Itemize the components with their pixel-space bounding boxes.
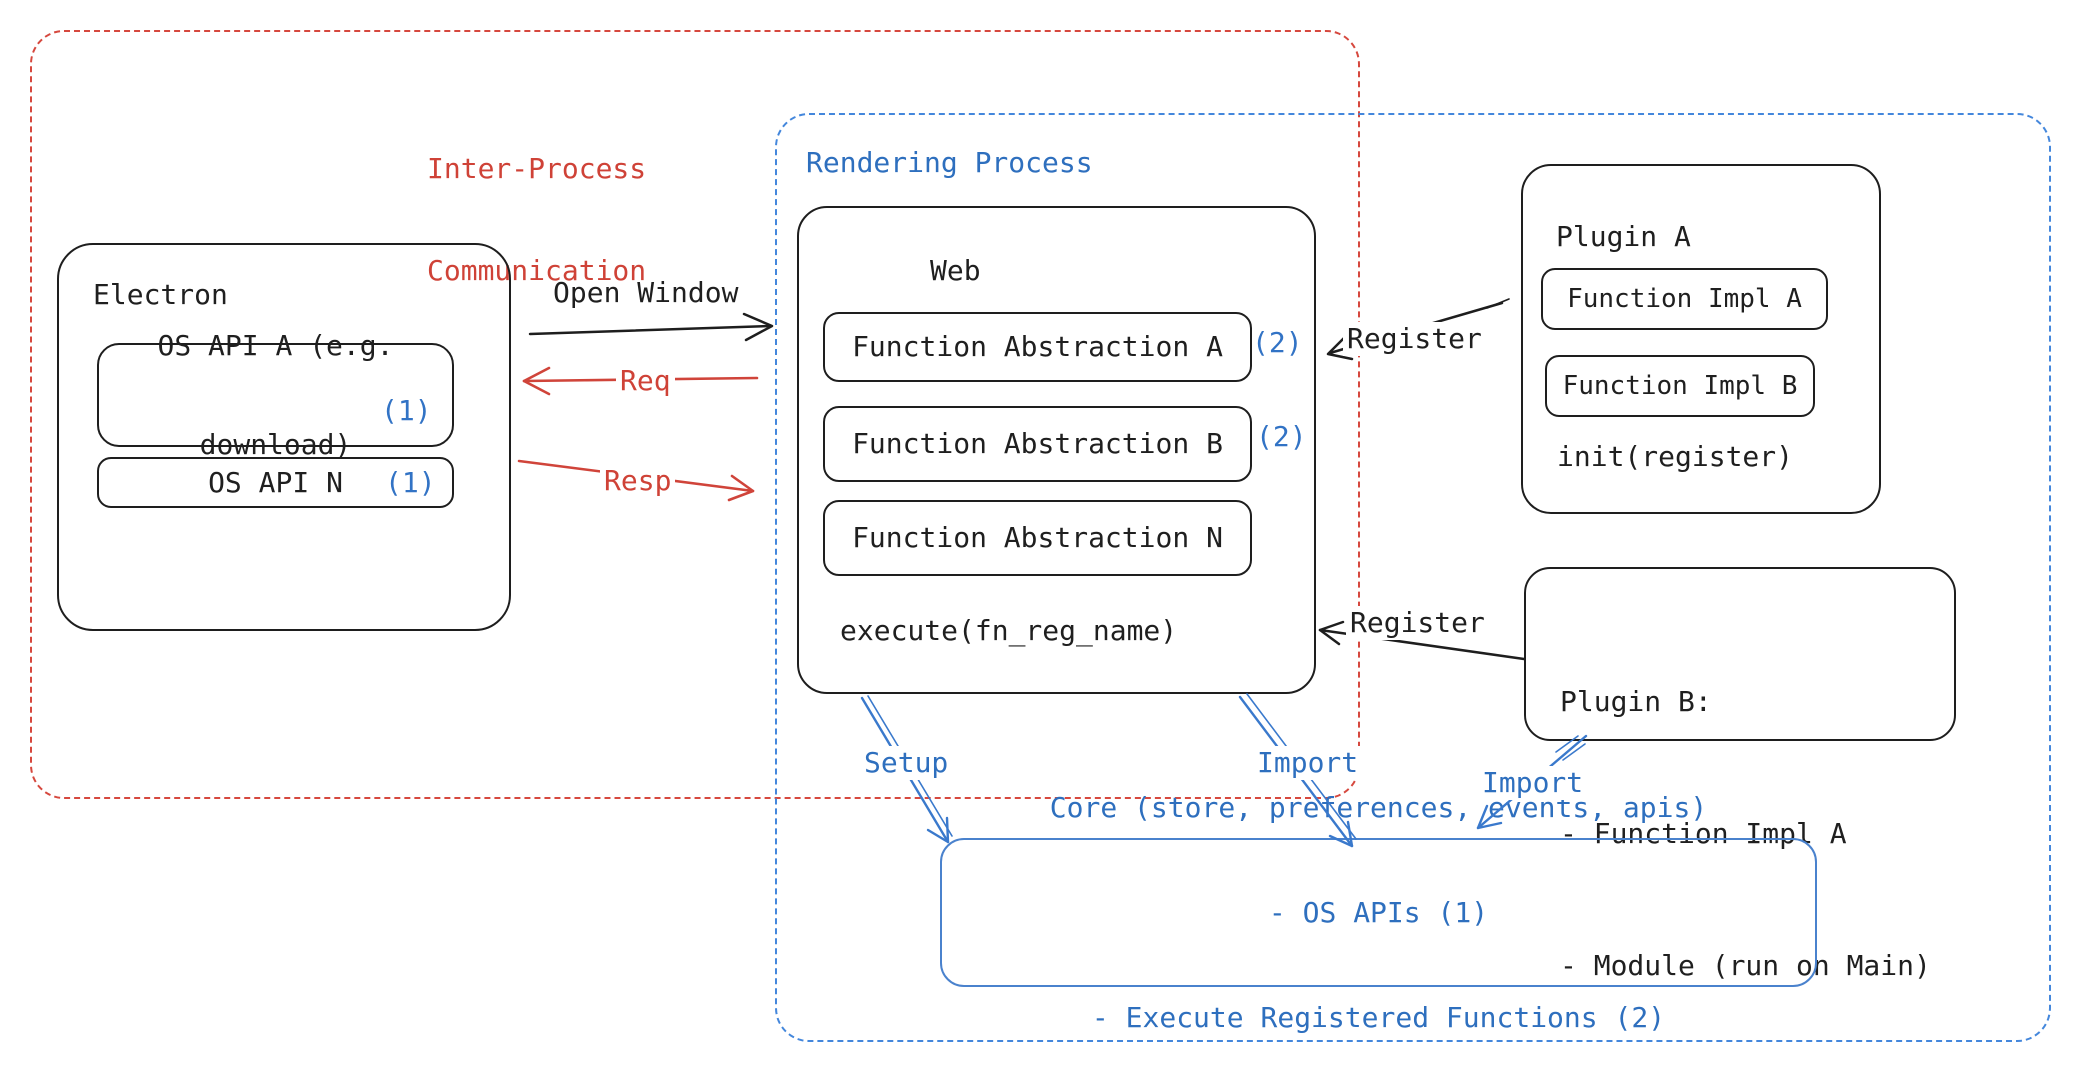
function-impl-a-box: Function Impl A: [1541, 268, 1828, 330]
os-api-n-text: OS API N: [208, 465, 343, 499]
register-top-label: Register: [1343, 322, 1486, 356]
os-api-a-line2: download): [199, 428, 352, 461]
ipc-label-line2: Communication: [427, 254, 647, 287]
web-title: Web: [930, 254, 981, 287]
os-api-n-box: OS API N: [97, 457, 454, 508]
core-text: Core (store, preferences, events, apis) …: [1050, 720, 1707, 1066]
function-abstraction-a-label: Function Abstraction A: [852, 330, 1223, 363]
register-bottom-label: Register: [1346, 606, 1489, 640]
ipc-group-label: Inter-Process Communication: [427, 84, 646, 356]
core-box: Core (store, preferences, events, apis) …: [940, 791, 1817, 1034]
plugin-a-box: [1521, 164, 1881, 514]
os-api-a-box: OS API A (e.g. download): [97, 329, 454, 461]
req-label: Req: [616, 364, 675, 398]
import-plugin-label: Import: [1478, 766, 1588, 800]
function-abstraction-n-box: Function Abstraction N: [823, 500, 1252, 576]
plugin-b-title: Plugin B:: [1560, 685, 1712, 718]
ipc-label-line1: Inter-Process: [427, 152, 647, 185]
rendering-group-box: [775, 113, 2051, 1042]
function-abstraction-n-label: Function Abstraction N: [852, 521, 1223, 554]
execute-call-label: execute(fn_reg_name): [840, 614, 1178, 647]
resp-label: Resp: [600, 464, 676, 498]
plugin-b-item-2: - Module (run on Main): [1560, 949, 1931, 982]
core-line-1: Core (store, preferences, events, apis): [1049, 791, 1708, 824]
init-register-label: init(register): [1557, 440, 1794, 473]
plugin-b-text: Plugin B: - Function Impl A - Module (ru…: [1560, 592, 1931, 1066]
setup-label: Setup: [860, 746, 953, 780]
electron-box: [57, 243, 511, 631]
function-impl-b-box: Function Impl B: [1545, 355, 1815, 417]
function-impl-b-label: Function Impl B: [1562, 371, 1798, 401]
function-impl-a-label: Function Impl A: [1567, 284, 1802, 314]
plugin-a-title: Plugin A: [1556, 220, 1691, 253]
electron-title: Electron: [93, 278, 228, 311]
os-api-a-text: OS API A (e.g. download): [157, 263, 393, 527]
function-abstraction-a-box: Function Abstraction A: [823, 312, 1252, 382]
os-api-a-badge: (1): [381, 394, 432, 427]
function-abstraction-b-label: Function Abstraction B: [852, 427, 1223, 460]
open-window-label: Open Window: [553, 276, 739, 309]
function-abstraction-b-badge: (2): [1256, 420, 1307, 453]
core-line-3: - Execute Registered Functions (2): [1091, 1001, 1666, 1034]
function-abstraction-a-badge: (2): [1252, 326, 1303, 359]
core-line-2: - OS APIs (1): [1268, 896, 1489, 929]
web-box: [797, 206, 1316, 694]
function-abstraction-b-box: Function Abstraction B: [823, 406, 1252, 482]
rendering-group-label: Rendering Process: [806, 146, 1093, 179]
os-api-n-badge: (1): [385, 466, 436, 499]
ipc-group-box: [30, 30, 1360, 799]
os-api-a-line1: OS API A (e.g.: [157, 329, 394, 362]
import-web-label: Import: [1253, 746, 1363, 780]
